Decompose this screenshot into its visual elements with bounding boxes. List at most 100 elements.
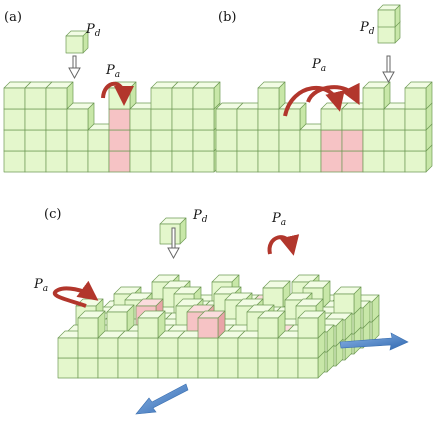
cube-front-face — [277, 357, 299, 379]
cube-front-face — [192, 129, 215, 152]
cube-front-face — [150, 87, 173, 110]
cube-front-face — [66, 129, 89, 152]
cube-front-face — [3, 129, 26, 152]
deposit-arrow-head — [167, 247, 180, 260]
cube-front-face — [341, 108, 364, 131]
cube-front-face — [171, 129, 194, 152]
cube-front-face — [383, 150, 406, 173]
cube-front-face — [197, 317, 219, 339]
cube — [192, 81, 221, 110]
cube-front-face — [217, 357, 239, 379]
cube-front-face — [257, 129, 280, 152]
cube-front-face — [87, 129, 110, 152]
cube-front-face — [237, 357, 259, 379]
cube-front-face — [108, 129, 131, 152]
cube-front-face — [108, 87, 131, 110]
cube-front-face — [171, 87, 194, 110]
cube-front-face — [236, 108, 259, 131]
cube — [404, 81, 433, 110]
diffused-cube — [197, 310, 226, 339]
cube-front-face — [278, 108, 301, 131]
panel-a-deposit-label: Pd — [85, 22, 101, 39]
cube-front-face — [215, 129, 238, 152]
cube-front-face — [108, 150, 131, 173]
cube — [257, 81, 286, 110]
cube-front-face — [129, 150, 152, 173]
cube-front-face — [236, 129, 259, 152]
panel-c-diffusion-label-left: Pa — [33, 277, 48, 294]
cube-front-face — [362, 108, 385, 131]
cube-front-face — [24, 150, 47, 173]
cube-front-face — [257, 87, 280, 110]
cube-front-face — [197, 337, 219, 359]
cube-front-face — [137, 337, 159, 359]
cube-front-face — [277, 337, 299, 359]
cube-front-face — [192, 150, 215, 173]
cube-front-face — [320, 129, 343, 152]
cube-front-face — [192, 87, 215, 110]
cube-front-face — [404, 108, 427, 131]
cube-front-face — [278, 129, 301, 152]
cube-front-face — [97, 357, 119, 379]
cube — [297, 310, 326, 339]
cube-front-face — [257, 337, 279, 359]
cube-front-face — [383, 108, 406, 131]
panel-c-cube-lattice — [57, 217, 380, 379]
cube-front-face — [157, 357, 179, 379]
cube-front-face — [377, 9, 396, 28]
cube-front-face — [333, 293, 355, 315]
diffusion-arrow-long — [283, 86, 345, 117]
deposit-arrow-shaft — [72, 55, 77, 69]
panel-a-diffusion-label: Pa — [105, 63, 120, 80]
cube-front-face — [297, 337, 319, 359]
cube-front-face — [3, 87, 26, 110]
cube-front-face — [45, 108, 68, 131]
cube-front-face — [77, 357, 99, 379]
cube-front-face — [257, 317, 279, 339]
cube — [106, 304, 135, 333]
panel-b-cube-stack — [215, 4, 433, 173]
cube-front-face — [362, 129, 385, 152]
cube-front-face — [108, 108, 131, 131]
cube-front-face — [404, 150, 427, 173]
cube-front-face — [299, 129, 322, 152]
cube-front-face — [299, 150, 322, 173]
cube — [66, 102, 95, 131]
cube-front-face — [157, 337, 179, 359]
cube — [257, 310, 286, 339]
deposit-arrow-shaft — [171, 227, 176, 249]
cube — [137, 310, 166, 339]
cube-front-face — [87, 150, 110, 173]
panel-c-diffusion-label-right: Pa — [271, 211, 286, 228]
cube-front-face — [257, 150, 280, 173]
cube-front-face — [57, 337, 79, 359]
panel-c-deposit-label: Pd — [192, 208, 208, 225]
cube-front-face — [257, 357, 279, 379]
cube-front-face — [278, 150, 301, 173]
cube-front-face — [66, 108, 89, 131]
cube-front-face — [129, 129, 152, 152]
cube-front-face — [65, 35, 84, 54]
cube-front-face — [150, 129, 173, 152]
cube-front-face — [24, 108, 47, 131]
cube-front-face — [171, 150, 194, 173]
cube-front-face — [45, 150, 68, 173]
panel-c: (c) Pd Pa Pa — [33, 207, 409, 415]
cube-front-face — [66, 150, 89, 173]
growth-direction-arrow-right — [339, 332, 409, 351]
cube-front-face — [45, 87, 68, 110]
deposit-arrow-head — [68, 67, 81, 80]
cube — [278, 102, 307, 131]
cube — [77, 310, 106, 339]
cube-front-face — [217, 337, 239, 359]
cube — [65, 30, 89, 54]
cube-front-face — [236, 150, 259, 173]
cube-front-face — [257, 108, 280, 131]
panel-a-label: (a) — [4, 10, 22, 25]
cube-front-face — [77, 317, 99, 339]
cube-front-face — [177, 357, 199, 379]
cube-front-face — [297, 317, 319, 339]
cube-front-face — [341, 129, 364, 152]
cube-front-face — [117, 357, 139, 379]
